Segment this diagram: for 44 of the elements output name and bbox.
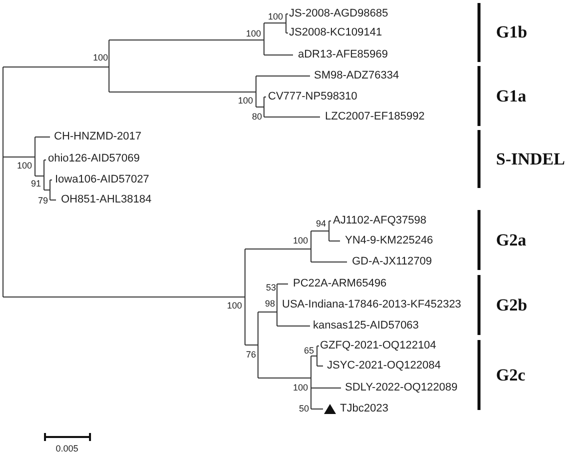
bootstrap-value: 100: [238, 96, 253, 106]
clade-label: G1a: [496, 88, 526, 104]
clade-label: S-INDEL: [496, 150, 565, 168]
taxon-name: YN4-9-KM225246: [345, 236, 434, 246]
taxon-name: aDR13-AFE85969: [298, 50, 388, 60]
taxon-name: JS2008-KC109141: [289, 28, 382, 38]
taxon-name: GZFQ-2021-OQ122104: [320, 340, 436, 352]
taxon-name: JSYC-2021-OQ122084: [327, 360, 441, 372]
scale-label: 0.005: [56, 444, 78, 454]
bootstrap-value: 91: [30, 180, 41, 188]
bootstrap-value: 50: [298, 404, 309, 414]
taxon-name: SDLY-2022-OQ122089: [345, 382, 458, 394]
clade-label: G2a: [496, 232, 526, 248]
bootstrap-value: 79: [38, 196, 48, 206]
bootstrap-value: 76: [246, 350, 256, 360]
bootstrap-value: 100: [292, 236, 308, 246]
bootstrap-value: 100: [92, 54, 108, 62]
bootstrap-value: 100: [292, 384, 308, 392]
taxon-name: JS-2008-AGD98685: [289, 8, 388, 20]
bootstrap-value: 80: [252, 112, 262, 122]
bootstrap-value: 100: [268, 12, 283, 22]
bootstrap-value: 100: [16, 162, 32, 170]
taxon-name: Iowa106-AID57027: [55, 174, 150, 186]
taxon-name: OH851-AHL38184: [61, 194, 152, 206]
taxon-name: GD-A-JX112709: [352, 256, 432, 268]
taxon-name: PC22A-ARM65496: [293, 278, 387, 290]
bootstrap-value: 98: [264, 300, 275, 308]
bootstrap-value: 65: [304, 346, 314, 356]
taxon-name: AJ1102-AFQ37598: [333, 216, 426, 226]
taxon-name: CV777-NP598310: [268, 92, 358, 102]
bootstrap-value: 100: [246, 30, 261, 38]
taxon-name: TJbc2023: [340, 404, 388, 414]
clade-label: G2c: [496, 366, 526, 384]
taxon-name: ohio126-AID57069: [48, 154, 140, 164]
bootstrap-value: 53: [266, 284, 276, 292]
taxon-name: CH-HNZMD-2017: [54, 132, 142, 142]
bootstrap-value: 100: [226, 302, 242, 310]
taxon-name: USA-Indiana-17846-2013-KF452323: [282, 300, 462, 310]
clade-label: G1b: [496, 24, 528, 40]
bootstrap-value: 94: [316, 220, 326, 228]
taxon-name: SM98-ADZ76334: [314, 70, 399, 82]
taxon-name: kansas125-AID57063: [313, 320, 419, 332]
clade-label: G2b: [496, 296, 528, 314]
taxon-name: LZC2007-EF185992: [325, 112, 425, 122]
